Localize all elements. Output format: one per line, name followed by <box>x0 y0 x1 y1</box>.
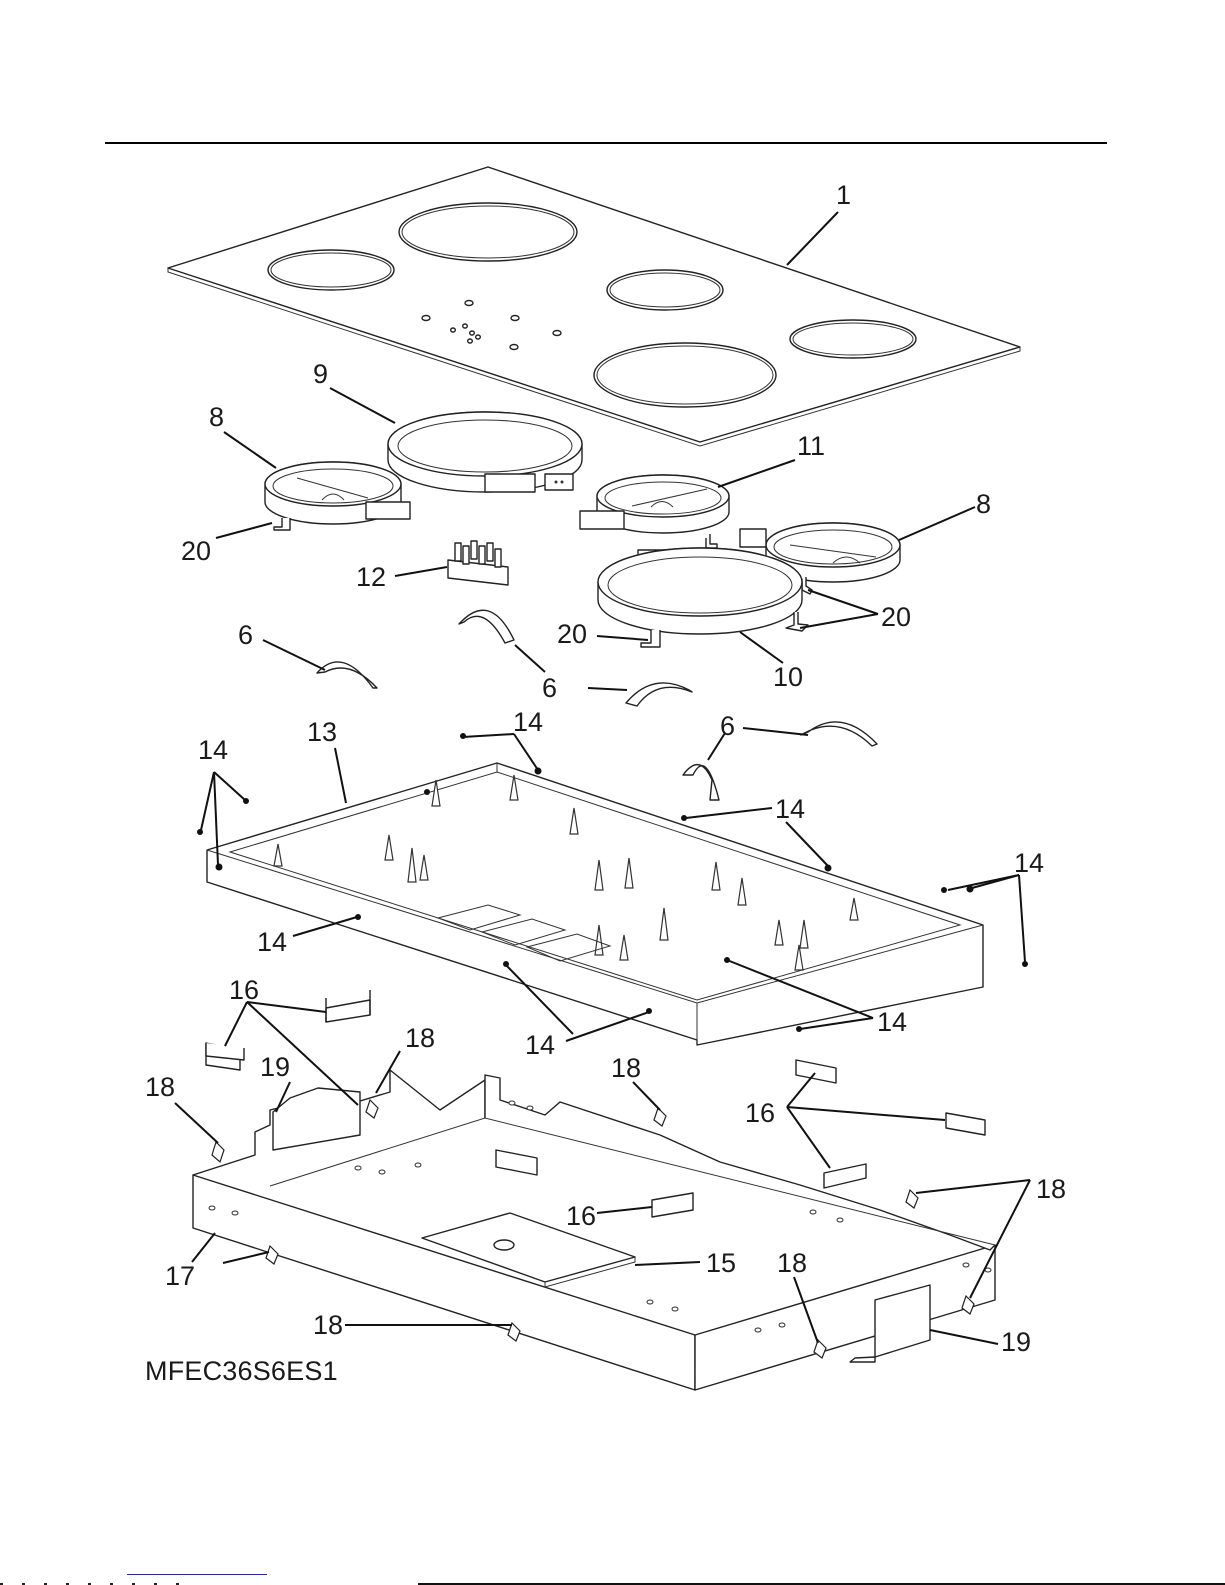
burner-ring-large-front <box>594 343 776 407</box>
callout-14: 14 <box>257 927 287 957</box>
callout-14: 14 <box>877 1007 907 1037</box>
leader-line <box>930 1330 998 1344</box>
callout-16: 16 <box>566 1201 596 1231</box>
leader-line <box>395 567 447 576</box>
bridge-element <box>598 548 808 647</box>
callout-17: 17 <box>165 1261 195 1291</box>
leader-line <box>514 734 538 770</box>
leader-line <box>787 1073 815 1107</box>
leader-line <box>192 1233 215 1262</box>
terminal-block <box>448 541 508 585</box>
leader-line <box>214 772 245 800</box>
callout-20: 20 <box>181 536 211 566</box>
leader-line <box>216 523 272 538</box>
callout-18: 18 <box>405 1023 435 1053</box>
radiant-element <box>580 475 729 548</box>
callout-13: 13 <box>307 717 337 747</box>
leader-line <box>335 748 346 803</box>
leader-line <box>787 1107 830 1168</box>
leader-line <box>223 1252 269 1263</box>
callout-18: 18 <box>1036 1174 1066 1204</box>
leader-line <box>515 645 545 672</box>
leader-line <box>972 875 1019 888</box>
callout-20: 20 <box>557 619 587 649</box>
leader-line <box>786 822 828 866</box>
callout-11: 11 <box>797 431 825 461</box>
callout-12: 12 <box>356 562 386 592</box>
leader-line <box>635 1262 700 1265</box>
leader-line <box>588 688 627 690</box>
callout-8: 8 <box>976 489 991 519</box>
leader-line <box>686 808 772 818</box>
dual-radiant-element-left <box>265 462 410 530</box>
callout-15: 15 <box>706 1248 736 1278</box>
callout-6: 6 <box>542 673 557 703</box>
callout-14: 14 <box>198 735 228 765</box>
leader-line <box>597 636 648 640</box>
leader-line <box>175 1103 218 1143</box>
callout-18: 18 <box>611 1053 641 1083</box>
callout-19: 19 <box>1001 1327 1031 1357</box>
leader-line <box>224 432 276 468</box>
leader-line <box>633 1082 660 1110</box>
leader-line <box>787 212 838 265</box>
callout-20: 20 <box>881 602 911 632</box>
leader-line <box>597 1207 652 1213</box>
callout-6: 6 <box>720 711 735 741</box>
leader-line <box>916 1180 1030 1193</box>
callout-1: 1 <box>836 180 851 210</box>
leader-line <box>718 460 795 487</box>
callout-16: 16 <box>745 1098 775 1128</box>
leader-line <box>263 640 325 670</box>
burner-ring-left <box>268 250 394 290</box>
callout-14: 14 <box>525 1030 555 1060</box>
callout-19: 19 <box>260 1052 290 1082</box>
callout-16: 16 <box>229 975 259 1005</box>
leader-line <box>970 1180 1030 1298</box>
leader-line <box>743 728 808 735</box>
callout-14: 14 <box>1014 848 1044 878</box>
callout-18: 18 <box>145 1072 175 1102</box>
leader-line <box>787 1107 945 1120</box>
glass-cooktop <box>168 167 1020 446</box>
callout-14: 14 <box>513 707 543 737</box>
leader-line <box>330 388 395 423</box>
callout-10: 10 <box>773 662 803 692</box>
leader-line <box>800 614 878 628</box>
element-clips <box>317 610 877 800</box>
element-tray <box>197 733 1028 1045</box>
leader-line <box>808 590 878 614</box>
model-number: MFEC36S6ES1 <box>145 1356 338 1387</box>
leader-line <box>566 1012 649 1041</box>
leader-line <box>201 772 214 830</box>
burner-ring-center-rear <box>607 270 723 310</box>
callout-14: 14 <box>775 794 805 824</box>
leader-line <box>1019 875 1025 962</box>
leader-line <box>463 734 514 737</box>
leader-line <box>740 632 783 663</box>
callout-18: 18 <box>313 1310 343 1340</box>
leader-line <box>225 1002 247 1046</box>
leader-line <box>899 507 975 540</box>
callout-8: 8 <box>209 402 224 432</box>
footer-link-underline <box>127 1574 267 1575</box>
burner-ring-right <box>790 320 916 358</box>
callout-6: 6 <box>238 620 253 650</box>
callout-18: 18 <box>777 1248 807 1278</box>
burner-ring-large-rear <box>399 203 577 261</box>
large-radiant-element <box>388 412 582 492</box>
callout-9: 9 <box>313 359 328 389</box>
